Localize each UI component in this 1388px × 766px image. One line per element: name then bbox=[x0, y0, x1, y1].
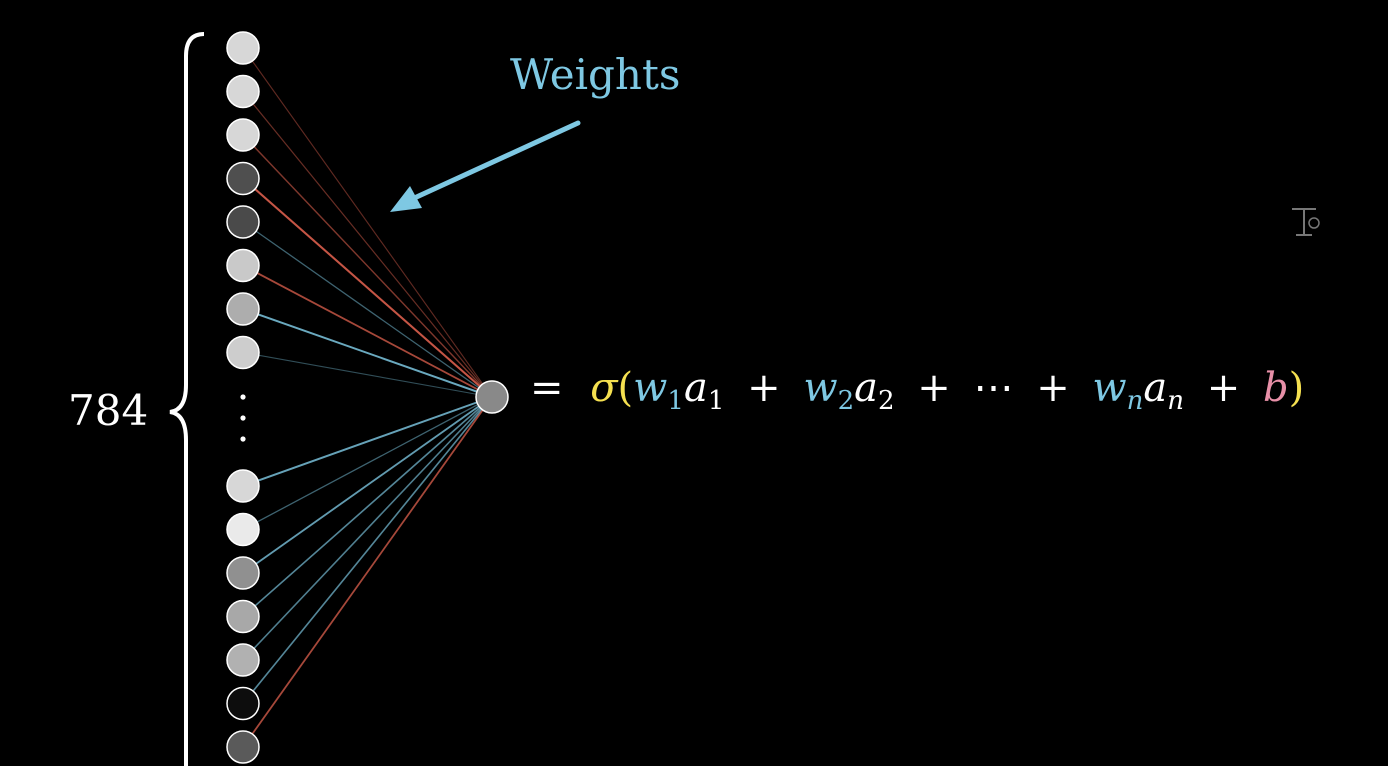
input-neuron bbox=[226, 205, 260, 239]
weight-connection bbox=[242, 396, 493, 705]
input-neuron bbox=[226, 118, 260, 152]
plus-sign: + bbox=[747, 365, 781, 411]
input-neuron bbox=[226, 556, 260, 590]
plus-sign: + bbox=[1036, 365, 1070, 411]
curly-brace-icon bbox=[169, 32, 205, 766]
input-neuron bbox=[226, 335, 260, 370]
input-neuron bbox=[226, 512, 260, 547]
weight-connection bbox=[242, 396, 493, 487]
ellipsis-dots bbox=[240, 394, 246, 442]
weight-connection bbox=[242, 396, 493, 618]
weights-label: Weights bbox=[510, 50, 681, 99]
weight-connection bbox=[242, 221, 493, 398]
center-dots: ⋯ bbox=[973, 365, 1014, 411]
sigma-symbol: σ bbox=[590, 365, 618, 411]
connections-group bbox=[242, 47, 493, 748]
input-count-label: 784 bbox=[68, 386, 149, 435]
weight-connection bbox=[242, 396, 493, 574]
weight-connection bbox=[242, 396, 493, 661]
input-neuron bbox=[226, 31, 260, 65]
weight-connection bbox=[242, 91, 493, 398]
weight-2: w2 bbox=[803, 365, 855, 416]
text-cursor-icon bbox=[1292, 208, 1320, 236]
input-neuron bbox=[226, 161, 260, 196]
weight-connection bbox=[242, 396, 493, 531]
close-paren: ) bbox=[1288, 365, 1305, 411]
input-neuron bbox=[226, 643, 260, 677]
weight-1: w1 bbox=[633, 365, 684, 416]
input-neuron bbox=[226, 469, 260, 503]
weighted-sum-equation: = σ(w1a1 + w2a2 + ⋯ + wnan + b) bbox=[530, 368, 1304, 414]
input-neuron bbox=[226, 74, 260, 109]
weight-connection bbox=[242, 47, 493, 398]
activation-2: a2 bbox=[854, 365, 895, 416]
weight-n: wn bbox=[1092, 365, 1144, 416]
equals-sign: = bbox=[530, 365, 564, 411]
output-neuron-group bbox=[475, 380, 509, 414]
plus-sign: + bbox=[917, 365, 951, 411]
input-neuron bbox=[226, 599, 260, 634]
bias-term: b bbox=[1262, 365, 1289, 411]
activation-n: an bbox=[1143, 365, 1185, 416]
output-neuron bbox=[475, 380, 509, 414]
plus-sign: + bbox=[1206, 365, 1241, 411]
weight-connection bbox=[242, 177, 493, 398]
input-neurons-group bbox=[226, 31, 260, 764]
weight-connection bbox=[242, 351, 493, 398]
arrow-icon bbox=[390, 120, 581, 212]
input-neuron bbox=[226, 292, 260, 326]
weight-connection bbox=[242, 396, 493, 748]
weight-connection bbox=[242, 308, 493, 398]
activation-1: a1 bbox=[683, 365, 725, 416]
weight-connection bbox=[242, 134, 493, 398]
open-paren: ( bbox=[617, 365, 634, 411]
input-neuron bbox=[226, 248, 260, 283]
weight-connection bbox=[242, 264, 493, 398]
input-neuron bbox=[226, 730, 260, 764]
input-neuron bbox=[226, 686, 260, 721]
